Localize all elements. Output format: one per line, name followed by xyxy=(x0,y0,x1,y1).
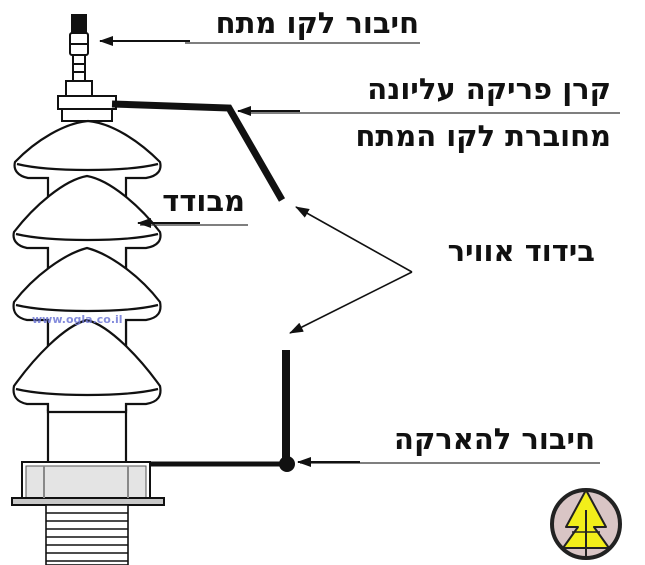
top-terminal xyxy=(57,14,117,122)
label-upper-horn-2: מחוברת לקו המתח xyxy=(355,119,611,153)
label-ground-connection: חיבור להארקה xyxy=(394,422,595,456)
upper-arcing-horn xyxy=(111,100,286,202)
logo xyxy=(550,488,622,560)
base-flange xyxy=(11,461,165,506)
ground-junction xyxy=(279,456,295,472)
label-line-connection: חיבור לקו מתח xyxy=(215,6,419,40)
label-insulator: מבודד xyxy=(162,184,245,218)
arrow-air-gap-lower xyxy=(289,271,413,334)
threaded-base xyxy=(45,504,129,565)
arrow-air-gap-upper xyxy=(295,206,413,273)
insulator-body xyxy=(12,119,162,467)
watermark: www.ogla.co.il xyxy=(32,313,123,326)
label-upper-horn-1: קרן פריקה עליונה xyxy=(367,72,611,106)
label-air-gap: בידוד אוויר xyxy=(447,234,595,268)
